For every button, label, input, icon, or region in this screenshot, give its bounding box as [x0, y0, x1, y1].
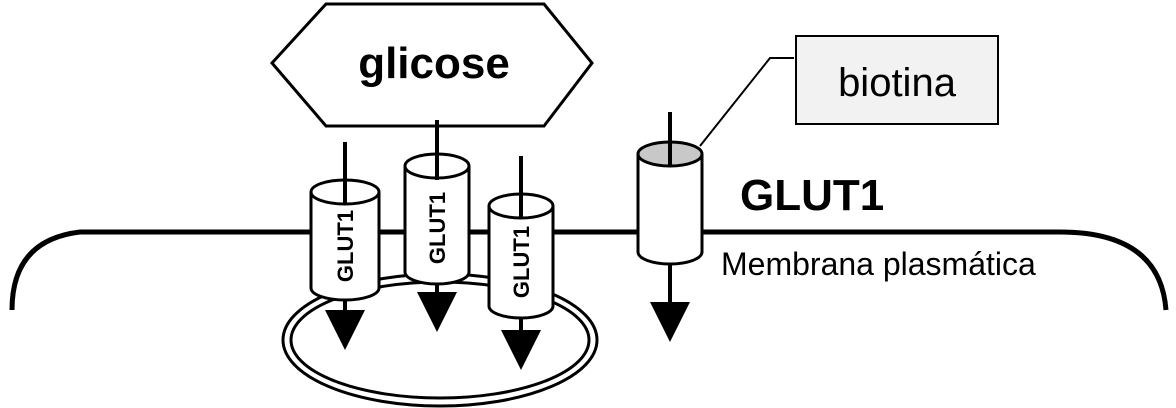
glut1-vertical-label: GLUT1: [425, 192, 450, 264]
plasma-membrane-line: [9, 229, 1169, 311]
glut1-label: GLUT1: [740, 171, 884, 220]
glut1-transporter-2: GLUT1: [403, 120, 471, 332]
glut1-vertical-label: GLUT1: [509, 226, 534, 298]
glut1-biotinylated-transporter: [636, 112, 704, 342]
biotin-label: biotina: [838, 61, 957, 105]
glut1-transporter-3: GLUT1: [487, 156, 555, 370]
glucose-hexagon: glicose: [269, 2, 594, 128]
biotin-callout-line: [699, 57, 794, 147]
glut1-vertical-label: GLUT1: [333, 210, 358, 282]
biotin-label-box: biotina: [795, 35, 999, 125]
membrane-label: Membrana plasmática: [721, 246, 1036, 282]
glucose-label: glicose: [358, 39, 510, 88]
glut1-transporter-1: GLUT1: [309, 142, 381, 350]
